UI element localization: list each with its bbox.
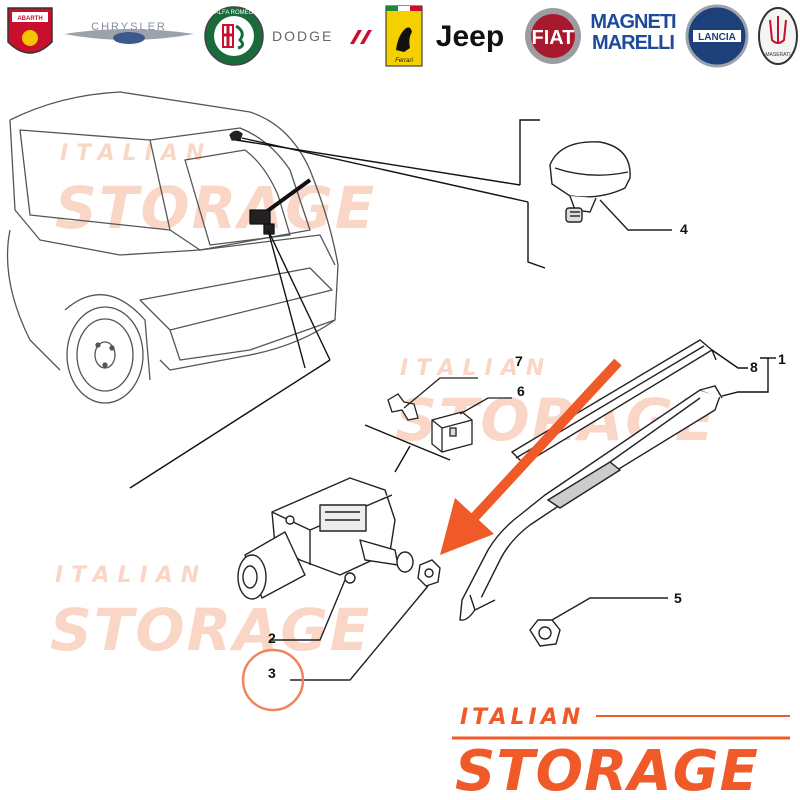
ferrari-logo[interactable]: Ferrari	[385, 5, 423, 67]
watermark-top-line2: STORAGE	[55, 174, 376, 242]
highlight-circle	[241, 648, 305, 712]
logo-line2: STORAGE	[455, 739, 759, 800]
maserati-logo[interactable]: MASERATI	[758, 7, 798, 65]
ferrari-logo-text: Ferrari	[395, 58, 413, 64]
callout-1: 1	[778, 351, 786, 367]
callout-2: 2	[268, 630, 276, 646]
fiat-logo-text: FIAT	[532, 27, 575, 49]
part-5-arm-nut[interactable]	[529, 597, 668, 647]
logo-line1: ITALIAN	[460, 705, 584, 730]
callout-labels: 4 8 1 7 6 5 2 3	[268, 221, 786, 681]
chrysler-logo-text: CHRYSLER	[91, 21, 167, 33]
watermark-top-line1: ITALIAN	[60, 141, 212, 166]
abarth-logo[interactable]: ABARTH	[7, 7, 53, 54]
magneti-marelli-logo[interactable]: MAGNETI MARELLI	[586, 12, 680, 62]
part-1-wiper-arm[interactable]	[459, 385, 723, 621]
callout-5: 5	[674, 590, 682, 606]
watermark-lower-line1: ITALIAN	[55, 563, 207, 588]
watermark-lower: ITALIAN STORAGE	[50, 563, 371, 664]
dodge-logo-text: DODGE	[272, 28, 333, 44]
abarth-logo-text: ABARTH	[17, 16, 42, 22]
callout-7: 7	[515, 353, 523, 369]
lancia-logo-text: LANCIA	[698, 32, 736, 43]
italian-storage-logo: ITALIAN STORAGE	[452, 705, 790, 800]
brand-logo-row: ABARTH CHRYSLER ALFA ROMEO DODGE	[7, 4, 798, 68]
pointer-arrow	[440, 358, 622, 555]
callout-8: 8	[750, 359, 758, 375]
part-7-terminal[interactable]	[387, 377, 478, 421]
callout-6: 6	[517, 383, 525, 399]
watermark-middle-line1: ITALIAN	[400, 356, 552, 381]
jeep-logo[interactable]: Jeep	[436, 20, 504, 53]
dodge-logo[interactable]: DODGE	[272, 28, 372, 44]
fiat-logo[interactable]: FIAT	[525, 8, 581, 64]
watermark-lower-line2: STORAGE	[50, 596, 371, 664]
watermark-top: ITALIAN STORAGE	[55, 141, 376, 242]
chrysler-logo[interactable]: CHRYSLER	[64, 21, 194, 44]
alfa-romeo-logo[interactable]: ALFA ROMEO	[204, 6, 264, 66]
part-3-nut[interactable]	[290, 559, 441, 681]
part-6-connector-housing[interactable]	[431, 397, 512, 453]
callout-4: 4	[680, 221, 688, 237]
part-2-wiper-motor[interactable]	[237, 477, 414, 641]
alfa-romeo-logo-text: ALFA ROMEO	[215, 10, 254, 16]
car-outline	[6, 91, 339, 404]
part-4-washer-nozzle[interactable]	[549, 141, 672, 231]
lancia-logo[interactable]: LANCIA	[685, 4, 749, 68]
callout-brackets	[711, 349, 776, 397]
maserati-logo-text: MASERATI	[765, 52, 790, 58]
leader-lines	[129, 119, 546, 489]
magneti-marelli-logo-text: MAGNETI MARELLI	[590, 12, 676, 54]
jeep-logo-text: Jeep	[436, 20, 504, 53]
callout-3: 3	[268, 665, 276, 681]
